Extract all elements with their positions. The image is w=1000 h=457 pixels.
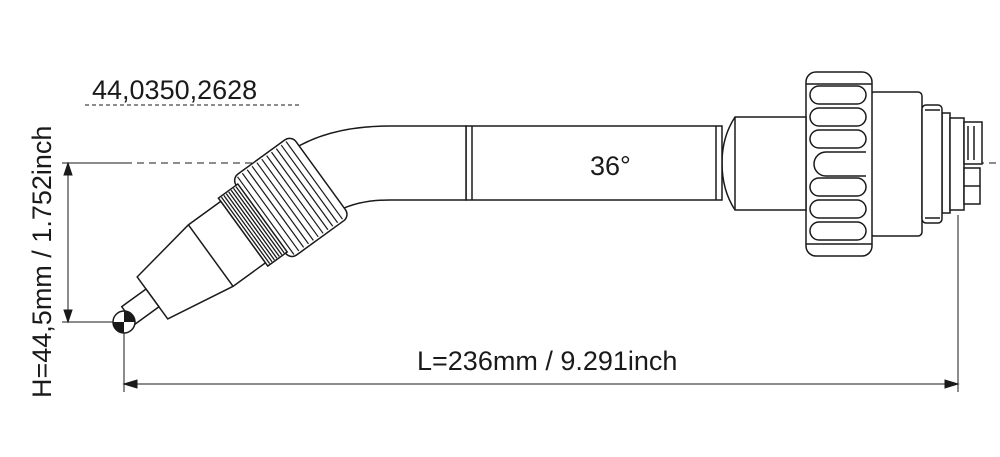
tip-reference-marker <box>112 310 136 334</box>
length-dimension <box>122 215 960 392</box>
connector-housing <box>869 91 943 237</box>
connector-plug <box>941 112 983 214</box>
length-label: L=236mm / 9.291inch <box>417 346 677 376</box>
part-number-label: 44,0350,2628 <box>92 75 257 105</box>
knurled-nut-right <box>805 71 873 257</box>
straight-tube <box>465 116 807 211</box>
height-dimension <box>62 161 125 324</box>
height-label: H=44,5mm / 1.752inch <box>27 126 57 398</box>
knurled-nut-left <box>233 137 348 258</box>
angle-label: 36° <box>590 151 631 181</box>
nozzle-assembly <box>120 182 289 326</box>
